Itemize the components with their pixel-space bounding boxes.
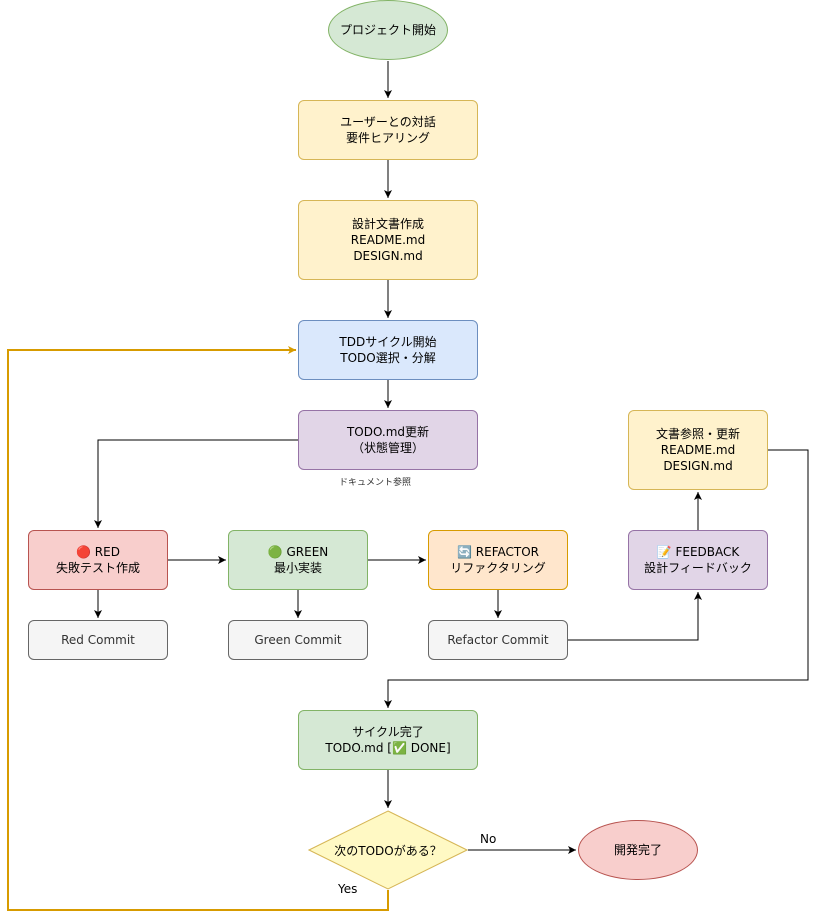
design-docs-line-2: README.md: [350, 233, 426, 247]
end-node: 開発完了: [578, 820, 698, 880]
edge-todo-to-red: [94, 439, 298, 528]
doc-ref-line-2: README.md: [660, 443, 736, 457]
refactor-commit-node: Refactor Commit: [428, 620, 568, 660]
todo-update-node: TODO.md更新 （状態管理）: [298, 410, 478, 470]
start-node: プロジェクト開始: [328, 0, 448, 60]
red-line-2: 失敗テスト作成: [55, 561, 140, 575]
decision-diamond: [308, 810, 468, 890]
red-node: 🔴 RED 失敗テスト作成: [28, 530, 168, 590]
design-docs-line-3: DESIGN.md: [353, 249, 423, 263]
feedback-line-1: 📝 FEEDBACK: [656, 545, 740, 559]
decision-label: 次のTODOがある？: [334, 843, 442, 858]
feedback-line-2: 設計フィードバック: [644, 561, 752, 575]
green-commit-label: Green Commit: [254, 633, 342, 647]
no-label: No: [480, 832, 497, 846]
doc-reference-label: ドキュメント参照: [339, 478, 412, 488]
cycle-done-node: サイクル完了 TODO.md [✅ DONE]: [298, 710, 478, 770]
green-commit-node: Green Commit: [228, 620, 368, 660]
todo-update-line-2: （状態管理）: [351, 441, 424, 455]
doc-ref-line-3: DESIGN.md: [663, 459, 733, 473]
red-line-1: 🔴 RED: [76, 545, 120, 559]
refactor-node: 🔄 REFACTOR リファクタリング: [428, 530, 568, 590]
doc-ref-node: 文書参照・更新 README.md DESIGN.md: [628, 410, 768, 490]
refactor-commit-label: Refactor Commit: [447, 633, 549, 647]
refactor-line-2: リファクタリング: [450, 561, 546, 575]
design-docs-line-1: 設計文書作成: [351, 217, 424, 231]
cycle-done-line-1: サイクル完了: [352, 725, 424, 739]
refactor-line-1: 🔄 REFACTOR: [457, 545, 539, 559]
end-label: 開発完了: [613, 843, 662, 857]
decision-node: 次のTODOがある？: [308, 810, 468, 890]
feedback-node: 📝 FEEDBACK 設計フィードバック: [628, 530, 768, 590]
doc-ref-line-1: 文書参照・更新: [655, 427, 740, 441]
red-commit-node: Red Commit: [28, 620, 168, 660]
green-line-2: 最小実装: [273, 561, 322, 575]
green-node: 🟢 GREEN 最小実装: [228, 530, 368, 590]
dialogue-line-1: ユーザーとの対話: [340, 115, 436, 129]
yes-label: Yes: [338, 882, 358, 896]
tdd-start-line-2: TODO選択・分解: [340, 351, 436, 365]
cycle-done-line-2: TODO.md [✅ DONE]: [325, 741, 451, 755]
red-commit-label: Red Commit: [61, 633, 135, 647]
green-line-1: 🟢 GREEN: [267, 545, 329, 559]
edge-refactor-commit-to-feedback: [568, 592, 702, 641]
tdd-start-line-1: TDDサイクル開始: [339, 335, 437, 349]
todo-update-line-1: TODO.md更新: [346, 425, 430, 439]
dialogue-line-2: 要件ヒアリング: [345, 131, 430, 145]
tdd-start-node: TDDサイクル開始 TODO選択・分解: [298, 320, 478, 380]
design-docs-node: 設計文書作成 README.md DESIGN.md: [298, 200, 478, 280]
start-label: プロジェクト開始: [339, 23, 436, 37]
dialogue-node: ユーザーとの対話 要件ヒアリング: [298, 100, 478, 160]
